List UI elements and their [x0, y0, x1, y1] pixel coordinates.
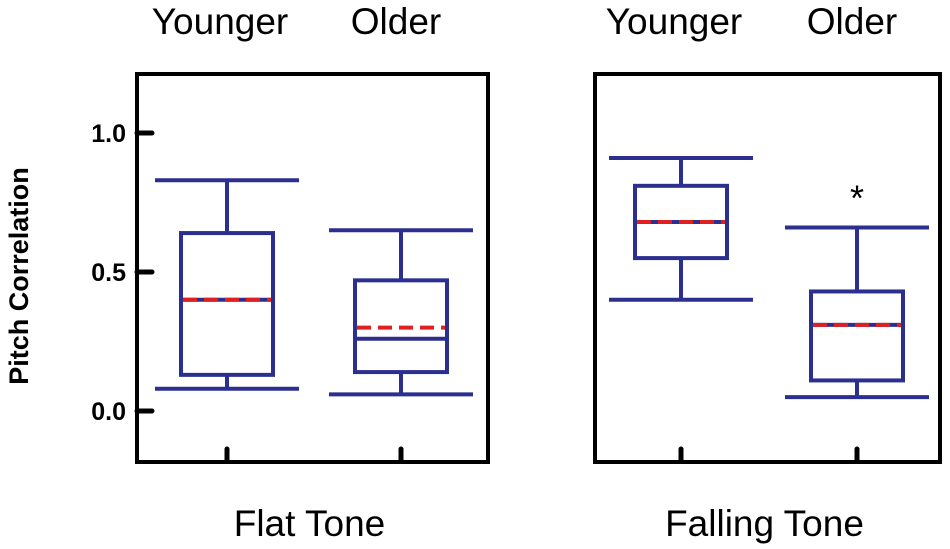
y-tick-label: 1.0 — [91, 120, 126, 148]
panel-frame-2 — [593, 72, 942, 464]
box-iqr — [353, 278, 449, 375]
panel-frame-1 — [135, 72, 490, 464]
group-label-older: Older — [807, 1, 897, 42]
group-label-younger: Younger — [152, 1, 289, 42]
box-iqr — [809, 289, 905, 383]
y-tick-label: 0.0 — [91, 398, 126, 426]
group-label-older: Older — [351, 1, 441, 42]
significance-marker: * — [850, 178, 864, 219]
y-axis-label: Pitch Correlation — [4, 167, 34, 385]
panel-title-2: Falling Tone — [665, 503, 864, 544]
panel-title-1: Flat Tone — [234, 503, 386, 544]
box-iqr — [179, 231, 275, 377]
y-tick-label: 0.5 — [91, 259, 126, 287]
group-label-younger: Younger — [606, 1, 743, 42]
